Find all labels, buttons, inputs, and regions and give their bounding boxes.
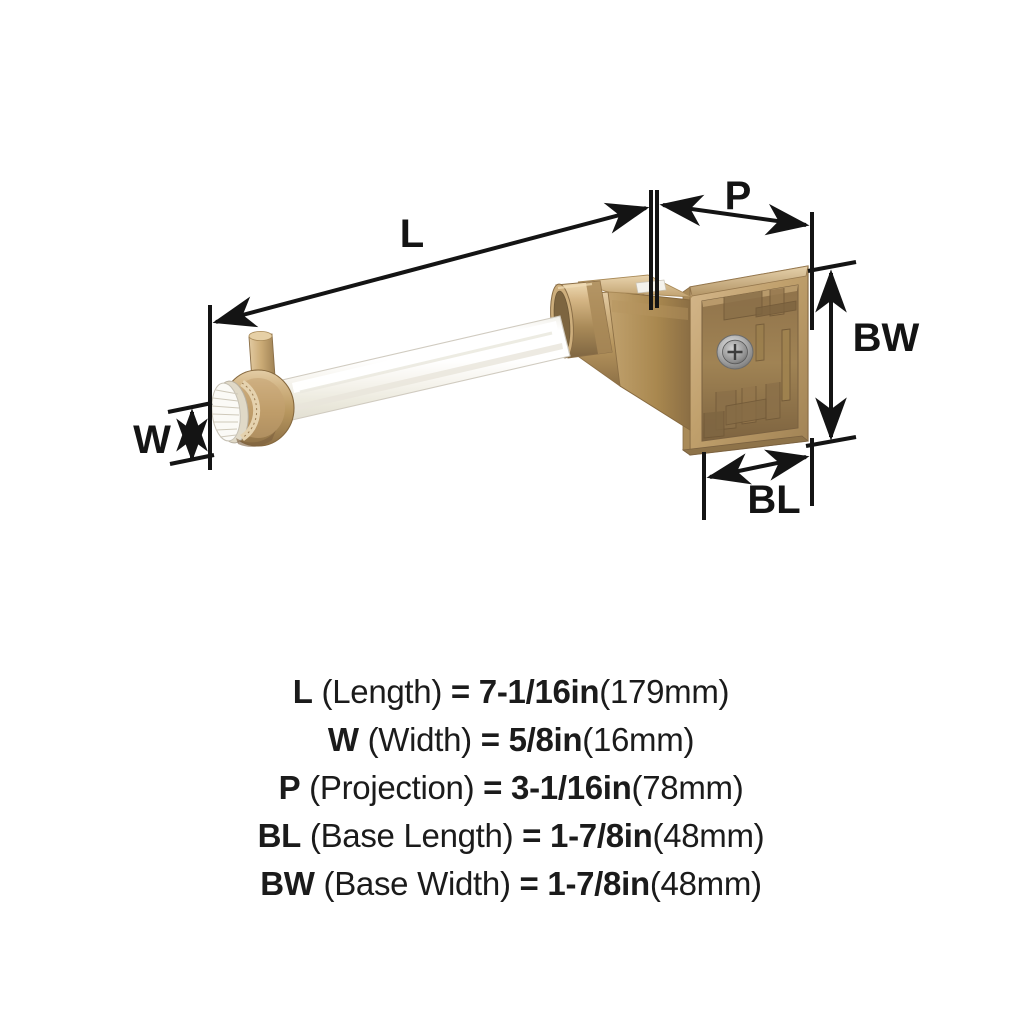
spec-name-L: (Length) — [321, 673, 443, 710]
end-cap-flutes — [211, 389, 240, 438]
post-top — [248, 330, 273, 341]
spec-name-BW: (Base Width) — [323, 865, 511, 902]
spec-imperial-BW: 1-7/8in — [547, 865, 650, 902]
spec-metric-BW: (48mm) — [649, 865, 762, 902]
wall-mount-plate — [681, 265, 809, 456]
spec-imperial-BL: 1-7/8in — [550, 817, 653, 854]
screw-phillips-slot — [727, 344, 743, 360]
dimension-label-L: L — [400, 212, 424, 256]
spec-row-BL: BL (Base Length) = 1-7/8in(48mm) — [0, 812, 1022, 860]
spec-row-W: W (Width) = 5/8in(16mm) — [0, 716, 1022, 764]
dimension-label-BL: BL — [747, 478, 800, 522]
plate-internal-ribs — [703, 288, 797, 439]
spec-equals-L: = — [450, 673, 470, 710]
dimension-label-P: P — [725, 174, 752, 218]
rod-lower-shade — [294, 343, 563, 411]
spec-metric-L: (179mm) — [599, 673, 730, 710]
BL-dimension-arrow — [706, 449, 810, 485]
end-cap-knurl-band — [239, 380, 261, 441]
spec-imperial-P: 3-1/16in — [511, 769, 632, 806]
plate-top-bevel — [689, 265, 809, 297]
mounting-screw — [716, 334, 754, 370]
spec-imperial-L: 7-1/16in — [478, 673, 600, 710]
spec-name-W: (Width) — [367, 721, 473, 758]
spec-code-BL: BL — [257, 817, 302, 854]
spec-code-L: L — [292, 673, 313, 710]
P-dimension-arrow — [659, 194, 810, 236]
BW-extension-top — [807, 260, 857, 273]
product-dimension-diagram: L P BW BL W — [133, 174, 919, 522]
spec-row-BW: BW (Base Width) = 1-7/8in(48mm) — [0, 860, 1022, 908]
spec-equals-W: = — [480, 721, 500, 758]
dimension-annotations — [167, 190, 857, 520]
product-illustration — [211, 265, 809, 456]
L-dimension-arrow — [212, 202, 650, 328]
acrylic-rod — [281, 315, 571, 421]
spec-metric-BL: (48mm) — [652, 817, 765, 854]
spec-equals-BW: = — [519, 865, 539, 902]
dimension-label-BW: BW — [853, 316, 920, 360]
rod-end-cap — [211, 330, 295, 447]
dimension-label-W: W — [133, 418, 171, 462]
rod-highlight — [292, 321, 558, 393]
spec-equals-P: = — [483, 769, 503, 806]
spec-row-L: L (Length) = 7-1/16in(179mm) — [0, 668, 1022, 716]
spec-code-BW: BW — [260, 865, 315, 902]
BW-extension-bottom — [805, 435, 857, 448]
spec-name-P: (Projection) — [309, 769, 475, 806]
spec-code-P: P — [278, 769, 301, 806]
spec-metric-P: (78mm) — [631, 769, 744, 806]
spec-code-W: W — [327, 721, 359, 758]
spec-metric-W: (16mm) — [582, 721, 695, 758]
spec-imperial-W: 5/8in — [508, 721, 583, 758]
specification-list: L (Length) = 7-1/16in(179mm) W (Width) =… — [0, 668, 1022, 908]
W-extension-top — [167, 401, 213, 414]
spec-name-BL: (Base Length) — [309, 817, 514, 854]
spec-row-P: P (Projection) = 3-1/16in(78mm) — [0, 764, 1022, 812]
spec-equals-BL: = — [522, 817, 542, 854]
dimension-labels: L P BW BL W — [133, 174, 919, 522]
